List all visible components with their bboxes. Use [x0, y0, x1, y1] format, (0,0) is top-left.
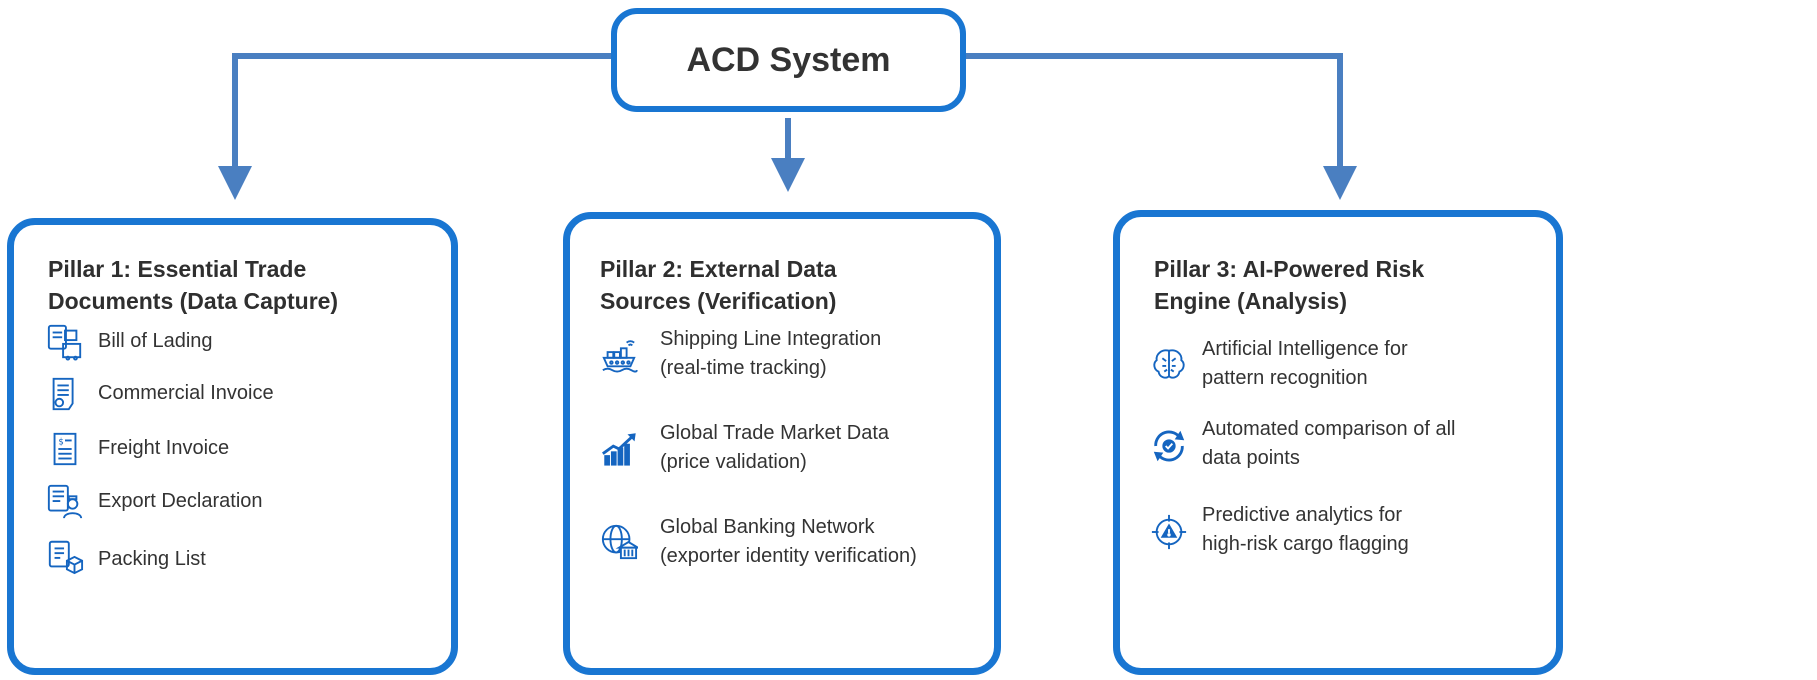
list-item: Predictive analytics for high-risk cargo… — [1150, 504, 1409, 559]
export-declaration-icon — [46, 483, 84, 521]
item-label: Commercial Invoice — [98, 382, 274, 404]
freight-invoice-icon: $ — [46, 430, 84, 468]
item-label: Predictive analytics for high-risk cargo… — [1202, 504, 1409, 555]
list-item: Commercial Invoice — [46, 375, 274, 413]
refresh-check-icon — [1150, 427, 1188, 465]
item-label: Artificial Intelligence for pattern reco… — [1202, 338, 1408, 389]
list-item: Bill of Lading — [46, 323, 213, 361]
commercial-invoice-icon — [46, 375, 84, 413]
connector-left — [232, 53, 611, 170]
list-item: Shipping Line Integration (real-time tra… — [600, 328, 881, 383]
list-item: Global Banking Network (exporter identit… — [600, 516, 917, 571]
list-item: Artificial Intelligence for pattern reco… — [1150, 338, 1408, 393]
list-item: Packing List — [46, 537, 206, 575]
pillar-3-title: Pillar 3: AI-Powered Risk Engine (Analys… — [1154, 256, 1425, 314]
item-label: Global Banking Network (exporter identit… — [660, 516, 917, 567]
bill-of-lading-icon — [46, 323, 84, 361]
item-label: Automated comparison of all data points — [1202, 418, 1456, 469]
list-item: Export Declaration — [46, 483, 263, 521]
packing-list-icon — [46, 537, 84, 575]
risk-target-icon — [1150, 513, 1188, 551]
pillar-2-title: Pillar 2: External Data Sources (Verific… — [600, 256, 837, 314]
item-label: Export Declaration — [98, 490, 263, 512]
connector-right — [966, 53, 1343, 170]
pillar-1-card: Pillar 1: Essential Trade Documents (Dat… — [7, 218, 458, 675]
acd-system-node: ACD System — [611, 8, 966, 112]
svg-text:$: $ — [58, 437, 63, 447]
item-label: Packing List — [98, 548, 206, 570]
list-item: Global Trade Market Data (price validati… — [600, 422, 889, 477]
list-item: Automated comparison of all data points — [1150, 418, 1455, 473]
item-label: Shipping Line Integration (real-time tra… — [660, 328, 882, 379]
item-label: Freight Invoice — [98, 437, 230, 459]
arrowhead-right — [1323, 166, 1357, 200]
pillar-1-title: Pillar 1: Essential Trade Documents (Dat… — [48, 256, 339, 314]
arrowhead-left — [218, 166, 252, 200]
global-bank-icon — [600, 523, 638, 561]
pillar-2-card: Pillar 2: External Data Sources (Verific… — [563, 212, 1001, 675]
root-title: ACD System — [686, 40, 891, 79]
pillar-3-card: Pillar 3: AI-Powered Risk Engine (Analys… — [1113, 210, 1563, 675]
list-item: $ Freight Invoice — [46, 430, 229, 468]
item-label: Global Trade Market Data (price validati… — [660, 422, 889, 473]
cargo-ship-icon — [600, 335, 638, 373]
ai-brain-icon — [1150, 345, 1188, 383]
arrowhead-center — [771, 158, 805, 192]
market-chart-icon — [600, 429, 638, 467]
item-label: Bill of Lading — [98, 330, 213, 352]
